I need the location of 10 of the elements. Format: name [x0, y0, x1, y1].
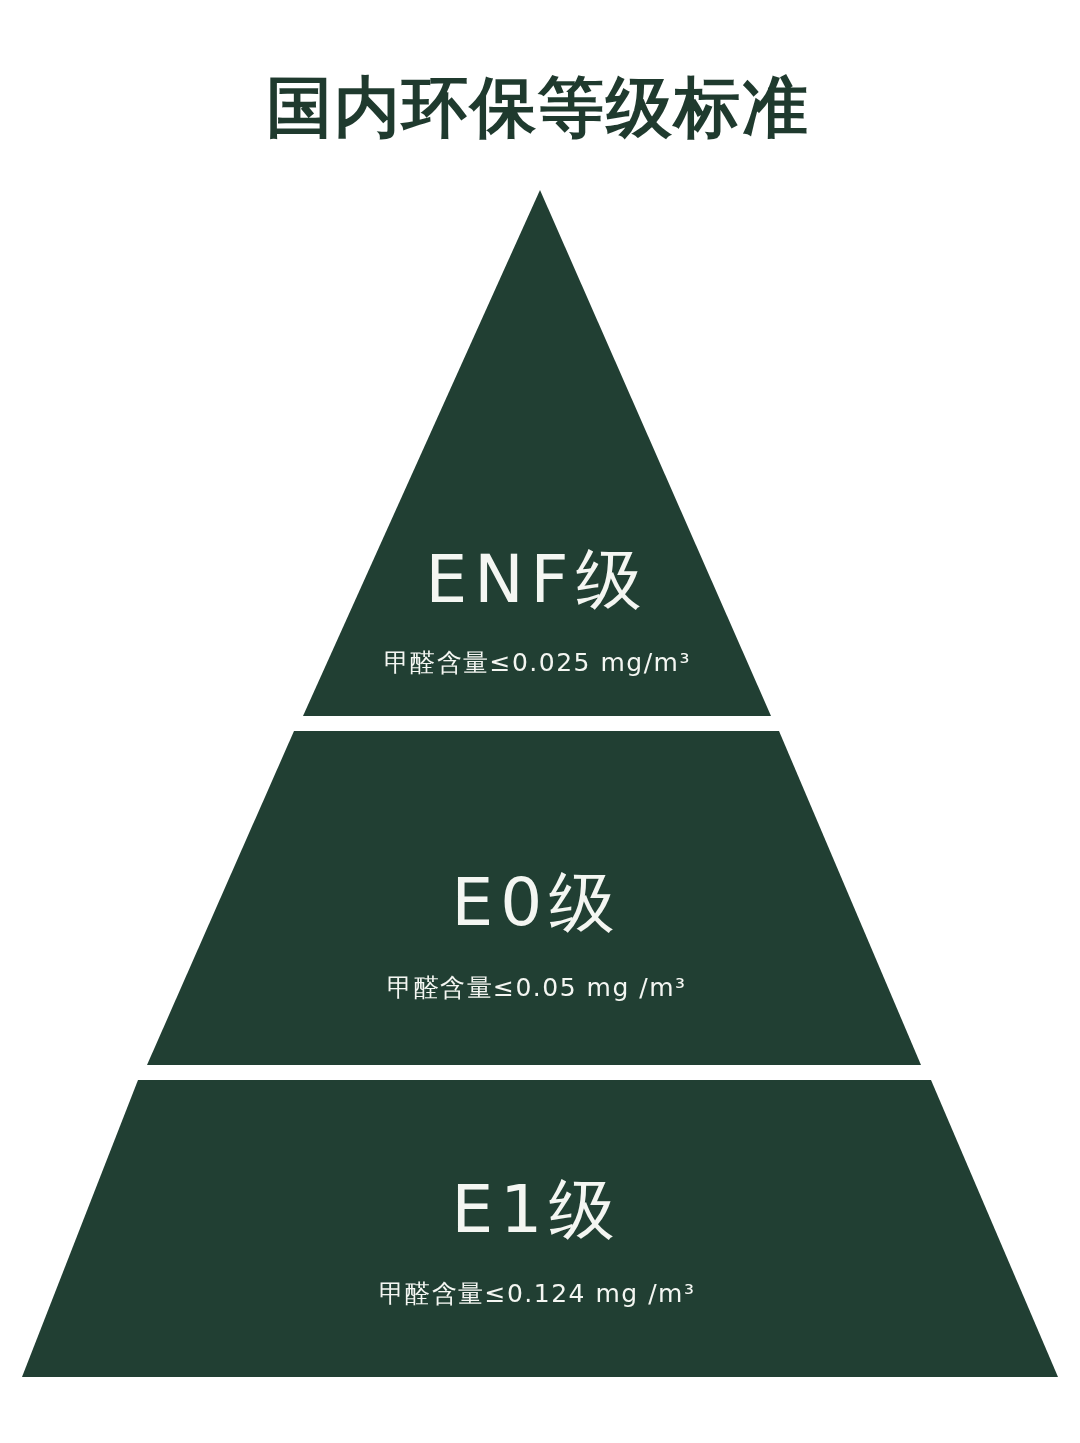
formaldehyde-limit: 甲醛含量≤0.05 mg /m³	[387, 974, 687, 1000]
pyramid-tier	[147, 731, 921, 1065]
title: 国内环保等级标准	[266, 75, 810, 141]
pyramid-tier	[303, 190, 771, 716]
level-heading: ENF级	[425, 547, 649, 613]
level-heading: E1级	[451, 1177, 623, 1243]
formaldehyde-limit: 甲醛含量≤0.025 mg/m³	[383, 649, 691, 675]
pyramid-tier	[22, 1080, 1058, 1377]
formaldehyde-limit: 甲醛含量≤0.124 mg /m³	[378, 1280, 696, 1306]
level-heading: E0级	[451, 870, 623, 936]
